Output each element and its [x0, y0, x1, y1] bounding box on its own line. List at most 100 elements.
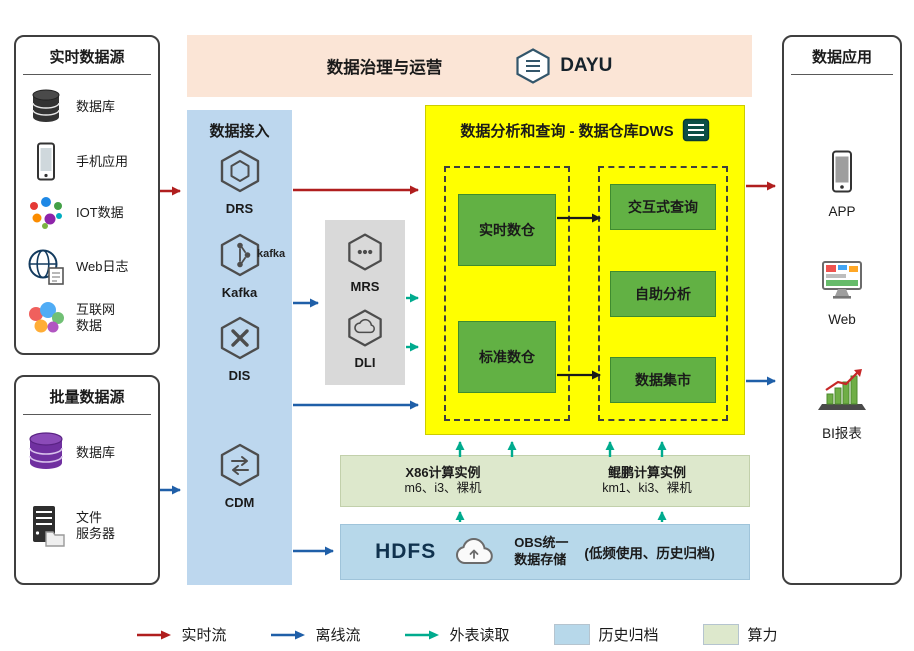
- red-arrow-icon: [137, 630, 172, 639]
- obs-note: (低频使用、历史归档): [584, 546, 715, 561]
- service-dis: DIS: [187, 315, 292, 383]
- governance-title: 数据治理与运营: [326, 59, 443, 77]
- processing-box: MRS DLI: [325, 220, 405, 385]
- legend-offline: 离线流: [270, 624, 360, 645]
- applications-box: 数据应用 APP Web: [782, 35, 902, 585]
- data-ingestion-column: 数据接入 DRS kafka Kafka: [187, 110, 292, 585]
- drs-hexagon-icon: [220, 149, 259, 193]
- legend-label: 实时流: [181, 627, 227, 644]
- module-self-service-analysis: 自助分析: [610, 270, 716, 317]
- dayu-logo: DAYU: [514, 47, 612, 85]
- list-item: 数据库: [24, 87, 154, 127]
- module-data-mart: 数据集市: [610, 357, 716, 403]
- warehouse-group: 实时数仓 标准数仓: [444, 166, 570, 421]
- module-standard-warehouse: 标准数仓: [458, 321, 556, 393]
- phone-icon: [832, 150, 852, 193]
- source-label: 文件 服务器: [76, 509, 116, 541]
- service-drs: DRS: [187, 148, 292, 216]
- compute-swatch: [702, 624, 739, 645]
- blue-arrow-icon: [271, 630, 306, 639]
- kunpeng-spec: km1、ki3、裸机: [602, 481, 692, 496]
- list-item: Web日志: [24, 247, 154, 287]
- service-label: DRS: [225, 201, 254, 216]
- application-label: Web: [828, 312, 856, 327]
- service-label: DLI: [354, 355, 376, 370]
- batch-sources-box: 批量数据源 数据库: [14, 375, 160, 585]
- legend-external-read: 外表读取: [404, 624, 510, 645]
- kunpeng-title: 鲲鹏计算实例: [607, 465, 686, 481]
- list-item: 互联网 数据: [24, 299, 154, 337]
- archive-swatch: [553, 624, 590, 645]
- obs-title: OBS统一 数据存储: [514, 535, 569, 567]
- service-kafka: kafka Kafka: [187, 232, 292, 300]
- service-label: DIS: [228, 368, 251, 383]
- governance-banner: 数据治理与运营 DAYU: [187, 35, 752, 97]
- kunpeng-compute: 鲲鹏计算实例 km1、ki3、裸机: [545, 456, 749, 506]
- source-label: 互联网 数据: [76, 301, 116, 333]
- x86-spec: m6、i3、裸机: [404, 481, 482, 496]
- legend-compute: 算力: [702, 624, 778, 645]
- application-label: APP: [828, 204, 856, 219]
- service-dli: DLI: [325, 308, 405, 370]
- iot-icon: [24, 195, 68, 231]
- dws-title-row: 数据分析和查询 - 数据仓库DWS: [426, 106, 744, 142]
- dayu-hexagon-icon: [516, 48, 550, 84]
- dws-title: 数据分析和查询 - 数据仓库DWS: [460, 122, 674, 140]
- module-realtime-warehouse: 实时数仓: [458, 194, 556, 266]
- monitor-icon: [822, 261, 862, 299]
- teal-arrow-icon: [405, 630, 440, 639]
- module-interactive-query: 交互式查询: [610, 184, 716, 230]
- list-item: BI报表: [784, 367, 900, 442]
- list-item: 数据库: [24, 429, 154, 477]
- legend-label: 算力: [747, 627, 778, 644]
- hdfs-label: HDFS: [375, 540, 437, 563]
- source-label: Web日志: [76, 258, 129, 274]
- source-label: IOT数据: [76, 204, 124, 220]
- bar-chart-icon: [818, 369, 866, 410]
- source-label: 手机应用: [76, 153, 129, 169]
- batch-sources-title: 批量数据源: [23, 377, 151, 415]
- database-icon: [24, 87, 68, 127]
- service-mrs: MRS: [325, 232, 405, 294]
- dws-product-icon: [682, 118, 709, 142]
- applications-title: 数据应用: [791, 37, 893, 75]
- globe-icon: [24, 247, 68, 287]
- mrs-hexagon-icon: [348, 233, 382, 271]
- storage-box: HDFS OBS统一 数据存储 (低频使用、历史归档): [340, 524, 750, 580]
- cloud-icon: [456, 537, 494, 564]
- source-label: 数据库: [76, 444, 116, 460]
- application-label: BI报表: [822, 426, 862, 441]
- ingestion-title: 数据接入: [209, 123, 270, 140]
- legend-label: 历史归档: [598, 627, 659, 644]
- x86-compute: X86计算实例 m6、i3、裸机: [341, 456, 545, 506]
- list-item: 文件 服务器: [24, 503, 154, 549]
- phone-icon: [24, 141, 68, 183]
- cdm-hexagon-icon: [220, 443, 259, 487]
- service-label: MRS: [350, 279, 380, 294]
- dis-hexagon-icon: [220, 316, 259, 360]
- realtime-sources-box: 实时数据源 数据库 手机应用: [14, 35, 160, 355]
- x86-title: X86计算实例: [405, 465, 481, 481]
- legend-archive: 历史归档: [553, 624, 659, 645]
- database-purple-icon: [24, 429, 68, 477]
- legend-label: 外表读取: [449, 627, 510, 644]
- source-label: 数据库: [76, 98, 116, 114]
- legend-label: 离线流: [315, 627, 361, 644]
- kafka-wordmark: kafka: [257, 248, 286, 260]
- dayu-label: DAYU: [560, 55, 613, 76]
- realtime-sources-title: 实时数据源: [23, 37, 151, 75]
- file-server-icon: [24, 503, 68, 549]
- list-item: IOT数据: [24, 195, 154, 231]
- kafka-hexagon-icon: [220, 233, 259, 277]
- legend-realtime: 实时流: [136, 624, 226, 645]
- analysis-group: 交互式查询 自助分析 数据集市: [598, 166, 728, 421]
- service-label: Kafka: [221, 285, 258, 300]
- service-label: CDM: [224, 495, 255, 510]
- list-item: Web: [784, 259, 900, 327]
- list-item: APP: [784, 149, 900, 219]
- internet-data-icon: [24, 299, 68, 337]
- dli-hexagon-icon: [348, 309, 382, 347]
- service-cdm: CDM: [187, 442, 292, 510]
- list-item: 手机应用: [24, 141, 154, 183]
